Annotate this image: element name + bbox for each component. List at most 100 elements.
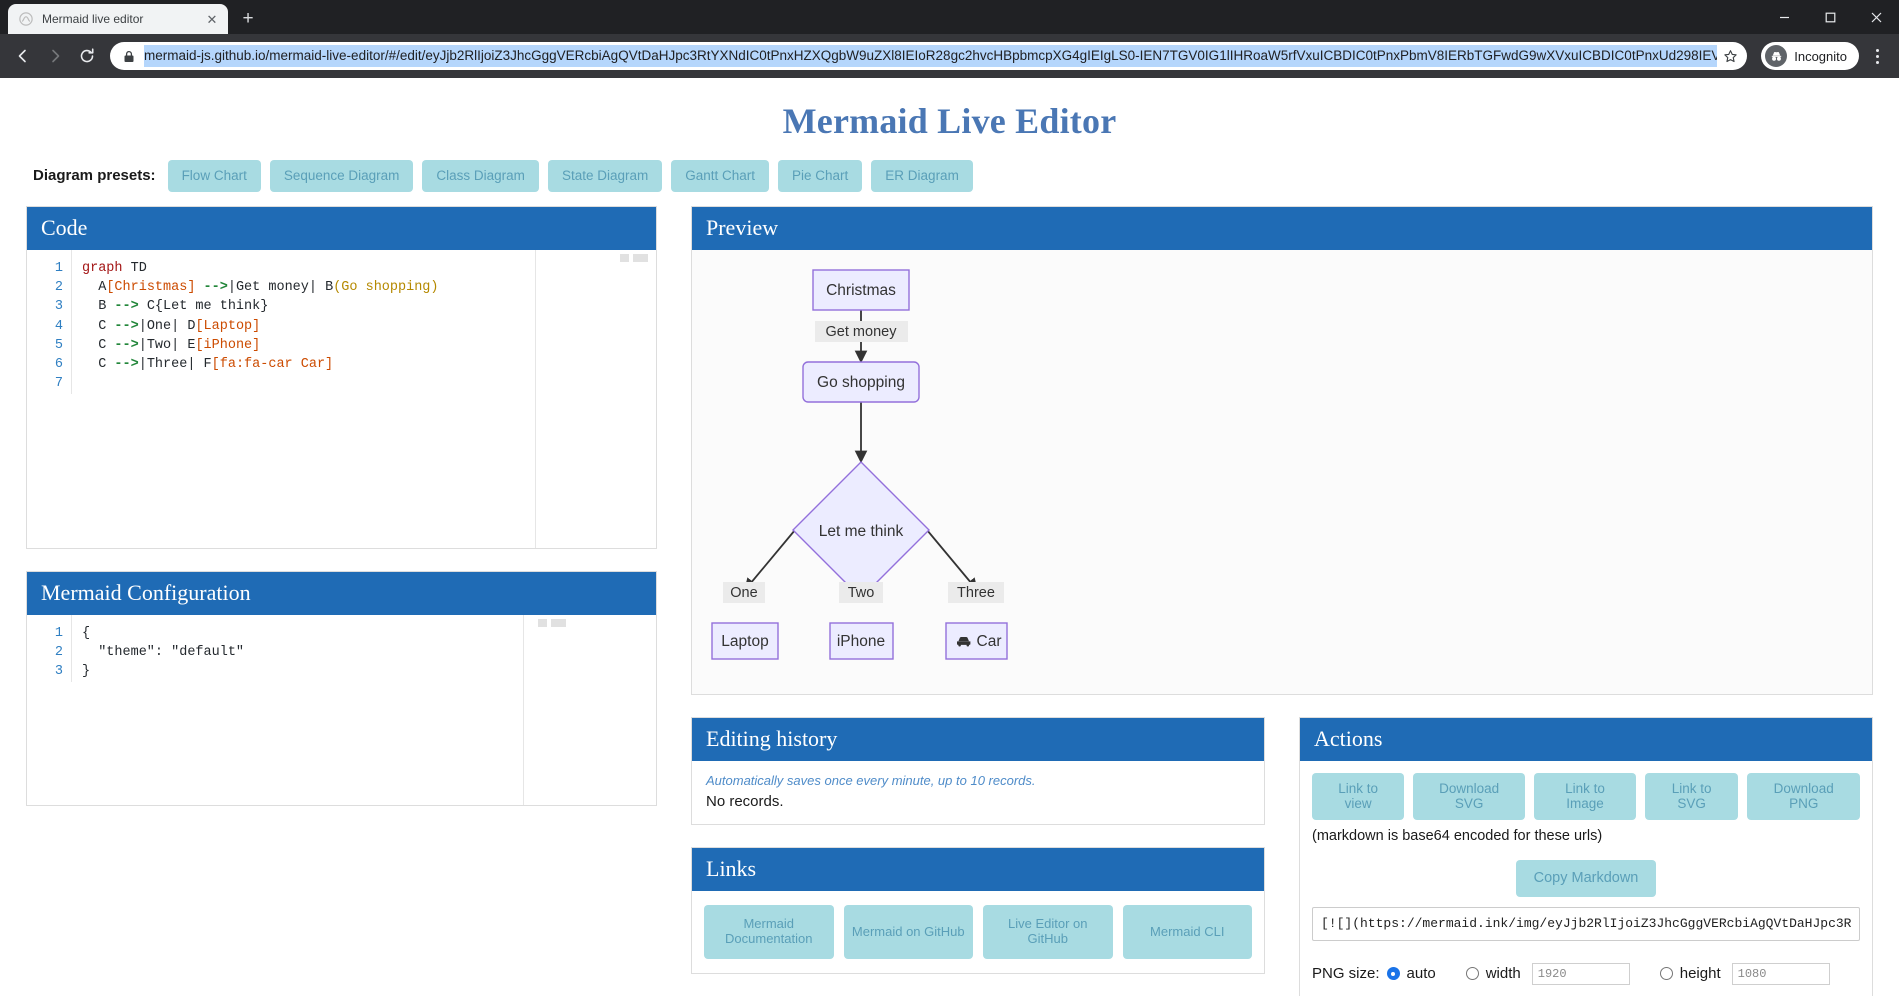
code-line-5: C -->|Two| E[iPhone] <box>82 337 261 353</box>
edge-c-f <box>926 529 978 591</box>
svg-text:One: One <box>730 585 757 601</box>
car-icon <box>957 636 971 647</box>
link-to-image-button[interactable]: Link to Image <box>1534 772 1636 820</box>
preset-class-diagram-button[interactable]: Class Diagram <box>422 160 539 192</box>
link-mermaid-cli-button[interactable]: Mermaid CLI <box>1122 905 1252 959</box>
png-size-auto-radio[interactable] <box>1386 967 1400 981</box>
markdown-output-input[interactable]: [![](https://mermaid.ink/img/eyJjb2RlIjo… <box>1312 906 1860 941</box>
svg-text:Two: Two <box>848 585 875 601</box>
right-column: Preview <box>691 205 1873 996</box>
address-bar-url: mermaid-js.github.io/mermaid-live-editor… <box>144 45 1718 67</box>
config-scroll-marker <box>538 618 566 627</box>
tab-close-icon[interactable]: ✕ <box>206 11 218 27</box>
line-number: 7 <box>54 376 63 392</box>
three-dot-menu-icon[interactable] <box>1863 48 1891 64</box>
link-live-editor-on-github-button[interactable]: Live Editor on GitHub <box>983 905 1113 959</box>
link-to-svg-button[interactable]: Link to SVG <box>1644 772 1739 820</box>
links-panel: Links Mermaid Documentation Mermaid on G… <box>691 846 1265 974</box>
config-editor[interactable]: 1 2 3 { "theme": "default" } <box>27 614 656 805</box>
preview-panel: Preview <box>691 205 1873 695</box>
png-size-height-label: height <box>1679 965 1721 983</box>
browser-toolbar: mermaid-js.github.io/mermaid-live-editor… <box>0 34 1899 78</box>
diagram-node-christmas: Christmas <box>812 269 910 311</box>
line-number: 3 <box>54 664 63 680</box>
actions-note: (markdown is base64 encoded for these ur… <box>1312 827 1603 844</box>
config-line-1: { <box>82 625 91 641</box>
browser-tab-title: Mermaid live editor <box>42 12 144 26</box>
code-panel-title: Code <box>27 206 656 250</box>
png-size-width-label: width <box>1485 965 1521 983</box>
svg-text:Car: Car <box>977 633 1002 650</box>
code-text-area[interactable]: graph TD A[Christmas] -->|Get money| B(G… <box>71 249 656 394</box>
download-svg-button[interactable]: Download SVG <box>1413 772 1526 820</box>
line-number: 2 <box>54 645 63 661</box>
close-window-icon[interactable] <box>1853 0 1899 34</box>
window-controls <box>1761 0 1899 34</box>
svg-text:Laptop: Laptop <box>721 633 768 650</box>
back-arrow-icon[interactable] <box>8 41 38 71</box>
preset-sequence-diagram-button[interactable]: Sequence Diagram <box>269 160 414 192</box>
link-mermaid-on-github-button[interactable]: Mermaid on GitHub <box>843 905 973 959</box>
edge-c-d <box>744 529 796 591</box>
png-size-width-radio[interactable] <box>1465 967 1479 981</box>
edge-label-two: Two <box>839 581 883 603</box>
forward-arrow-icon[interactable] <box>40 41 70 71</box>
incognito-icon <box>1765 45 1788 67</box>
preset-state-diagram-button[interactable]: State Diagram <box>547 160 663 192</box>
diagram-node-let-me-think: Let me think <box>792 460 930 599</box>
star-icon[interactable] <box>1717 49 1743 64</box>
edge-label-get-money: Get money <box>815 320 908 342</box>
png-size-height-radio[interactable] <box>1659 967 1673 981</box>
png-size-row: PNG size: auto width 1920 height 10 <box>1312 962 1860 985</box>
config-panel: Mermaid Configuration 1 2 3 { "theme": "… <box>26 570 657 806</box>
config-line-numbers: 1 2 3 <box>27 615 71 682</box>
png-width-input[interactable]: 1920 <box>1531 962 1630 985</box>
browser-tab-strip-bar: Mermaid live editor ✕ + <box>0 0 1899 34</box>
code-line-4: C -->|One| D[Laptop] <box>82 318 261 334</box>
preset-pie-chart-button[interactable]: Pie Chart <box>778 160 863 192</box>
link-mermaid-documentation-button[interactable]: Mermaid Documentation <box>704 905 834 959</box>
browser-tab[interactable]: Mermaid live editor ✕ <box>8 4 228 34</box>
new-tab-button[interactable]: + <box>242 7 254 29</box>
line-number: 1 <box>54 260 63 276</box>
links-panel-body: Mermaid Documentation Mermaid on GitHub … <box>692 891 1264 973</box>
config-right-divider <box>523 614 524 805</box>
minimize-icon[interactable] <box>1761 0 1807 34</box>
config-text-area[interactable]: { "theme": "default" } <box>71 614 656 682</box>
svg-text:Three: Three <box>957 585 995 601</box>
code-panel: Code 1 2 3 4 5 6 7 <box>26 205 657 549</box>
left-column: Code 1 2 3 4 5 6 7 <box>26 205 657 828</box>
edge-label-one: One <box>723 581 765 603</box>
config-panel-title: Mermaid Configuration <box>27 571 656 615</box>
lock-icon <box>120 50 138 63</box>
reload-icon[interactable] <box>72 41 102 71</box>
link-to-view-button[interactable]: Link to view <box>1312 772 1405 820</box>
editing-history-note: Automatically saves once every minute, u… <box>706 772 1036 788</box>
editing-history-panel: Editing history Automatically saves once… <box>691 716 1265 825</box>
png-height-input[interactable]: 1080 <box>1731 962 1830 985</box>
editing-history-records: No records. <box>706 792 784 810</box>
incognito-profile-chip[interactable]: Incognito <box>1761 42 1859 70</box>
code-line-6: C -->|Three| F[fa:fa-car Car] <box>82 357 334 373</box>
tab-strip: Mermaid live editor ✕ + <box>0 0 262 34</box>
preset-er-diagram-button[interactable]: ER Diagram <box>871 160 973 192</box>
png-size-label: PNG size: <box>1312 965 1380 983</box>
editor-right-divider <box>535 249 536 548</box>
copy-markdown-row: Copy Markdown <box>1312 859 1860 897</box>
code-line-3: B --> C{Let me think} <box>82 299 269 315</box>
svg-text:Go shopping: Go shopping <box>817 374 905 391</box>
actions-panel-body: Link to view Download SVG Link to Image … <box>1300 760 1872 996</box>
png-size-auto-label: auto <box>1406 965 1436 983</box>
copy-markdown-button[interactable]: Copy Markdown <box>1515 859 1657 897</box>
maximize-icon[interactable] <box>1807 0 1853 34</box>
preset-flow-chart-button[interactable]: Flow Chart <box>167 160 261 192</box>
diagram-node-laptop: Laptop <box>711 622 779 660</box>
download-png-button[interactable]: Download PNG <box>1747 772 1861 820</box>
diagram-preview: Christmas Get money Go shopping <box>692 249 1872 694</box>
address-bar[interactable]: mermaid-js.github.io/mermaid-live-editor… <box>110 42 1748 70</box>
code-editor[interactable]: 1 2 3 4 5 6 7 graph TD A[Christmas] -->|… <box>27 249 656 548</box>
config-line-3: } <box>82 664 91 680</box>
main-columns: Code 1 2 3 4 5 6 7 <box>0 205 1899 996</box>
line-number: 4 <box>54 318 63 334</box>
preset-gantt-chart-button[interactable]: Gantt Chart <box>671 160 770 192</box>
